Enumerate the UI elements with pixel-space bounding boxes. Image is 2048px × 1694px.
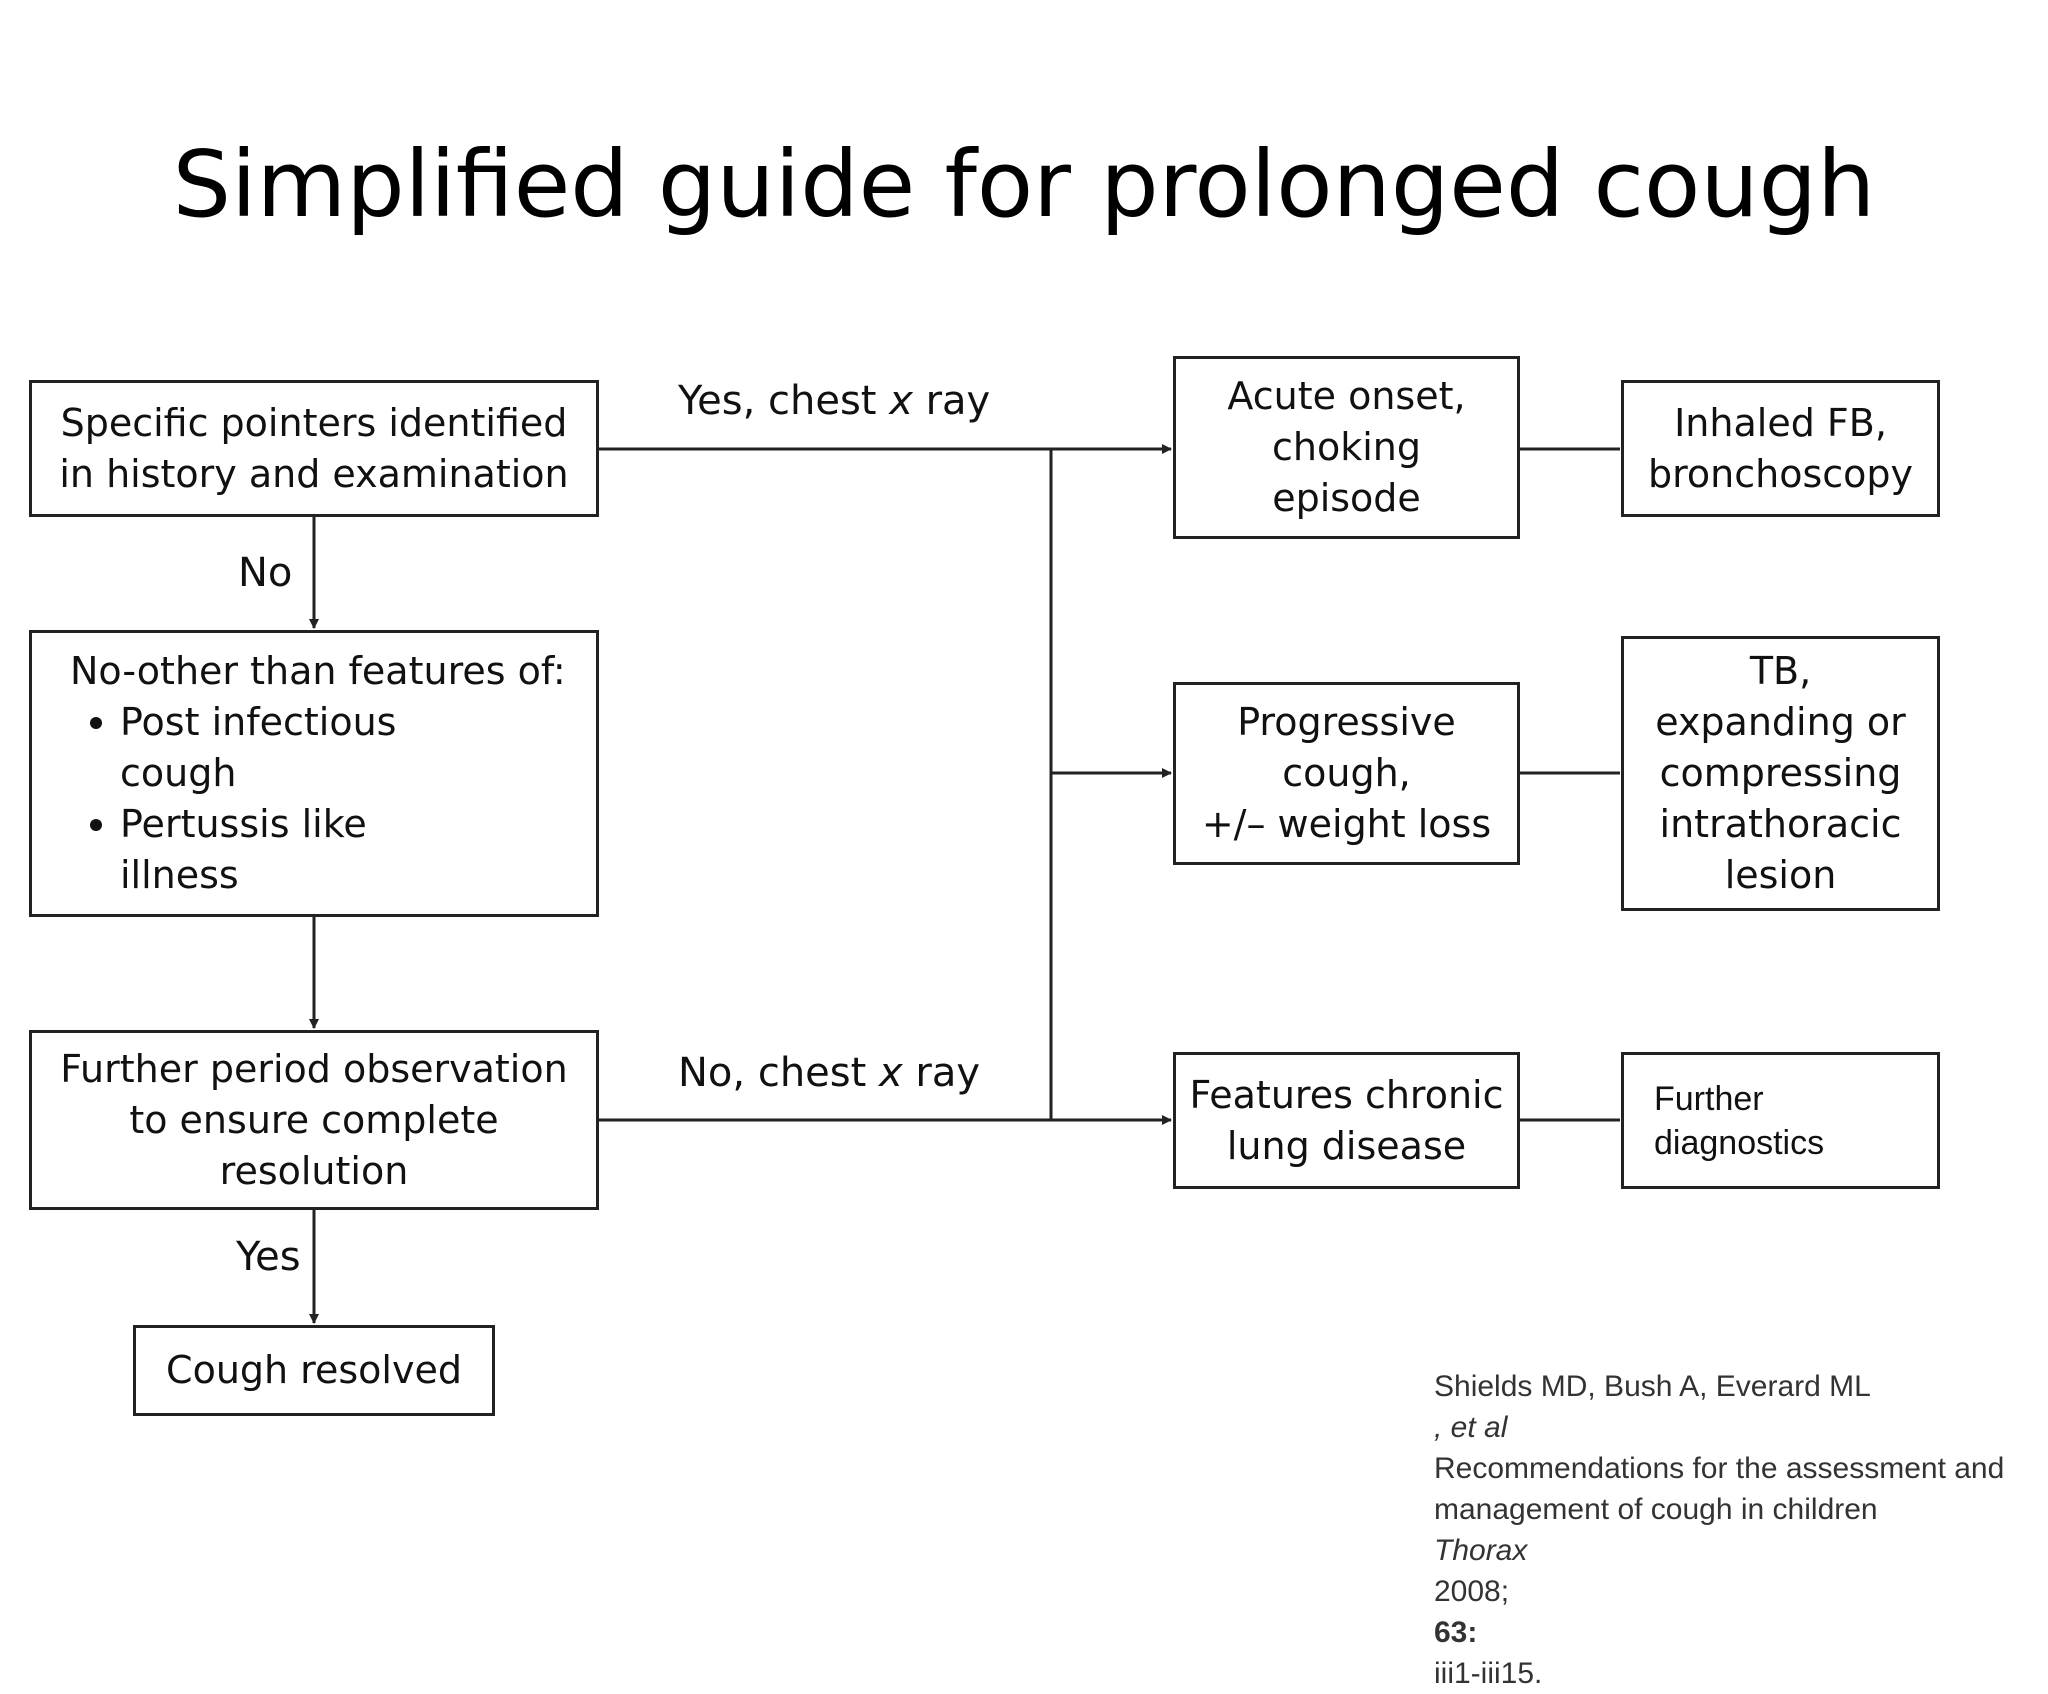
label-yes: Yes <box>236 1234 301 1280</box>
citation-title-line2: management of cough in children <box>1434 1493 1878 1526</box>
node-acute-onset: Acute onset, choking episode <box>1173 356 1520 539</box>
citation-title-line1: Recommendations for the assessment and <box>1434 1452 2005 1485</box>
citation-authors: Shields MD, Bush A, Everard ML, et al <box>1434 1370 1871 1444</box>
citation: Shields MD, Bush A, Everard ML, et al Re… <box>1434 1366 2034 1694</box>
label-no-chest-xray: No, chest x ray <box>678 1050 981 1096</box>
citation-journal: Thorax 2008;63:iii1-iii15. <box>1434 1534 1543 1690</box>
label-yes-chest-xray: Yes, chest x ray <box>678 378 991 424</box>
node-progressive-cough: Progressive cough, +/– weight loss <box>1173 682 1520 865</box>
node-inhaled-fb: Inhaled FB, bronchoscopy <box>1621 380 1940 517</box>
node-chronic-lung-disease: Features chronic lung disease <box>1173 1052 1520 1189</box>
flowchart-connectors <box>309 444 1620 1324</box>
slide-title: Simplified guide for prolonged cough <box>172 131 1876 238</box>
label-no: No <box>238 550 293 596</box>
node-tb-lesion: TB, expanding or compressing intrathorac… <box>1621 636 1940 911</box>
node-further-diagnostics: Further diagnostics <box>1621 1052 1940 1189</box>
node-no-other-features: No-other than features of: Post infectio… <box>29 630 599 917</box>
bullet-post-infectious: Post infectious cough <box>70 697 566 799</box>
bullet-pertussis-like: Pertussis like illness <box>70 799 566 901</box>
node-further-observation: Further period observation to ensure com… <box>29 1030 599 1210</box>
node-no-other-heading: No-other than features of: <box>70 649 566 693</box>
node-cough-resolved: Cough resolved <box>133 1325 495 1416</box>
node-specific-pointers: Specific pointers identified in history … <box>29 380 599 517</box>
